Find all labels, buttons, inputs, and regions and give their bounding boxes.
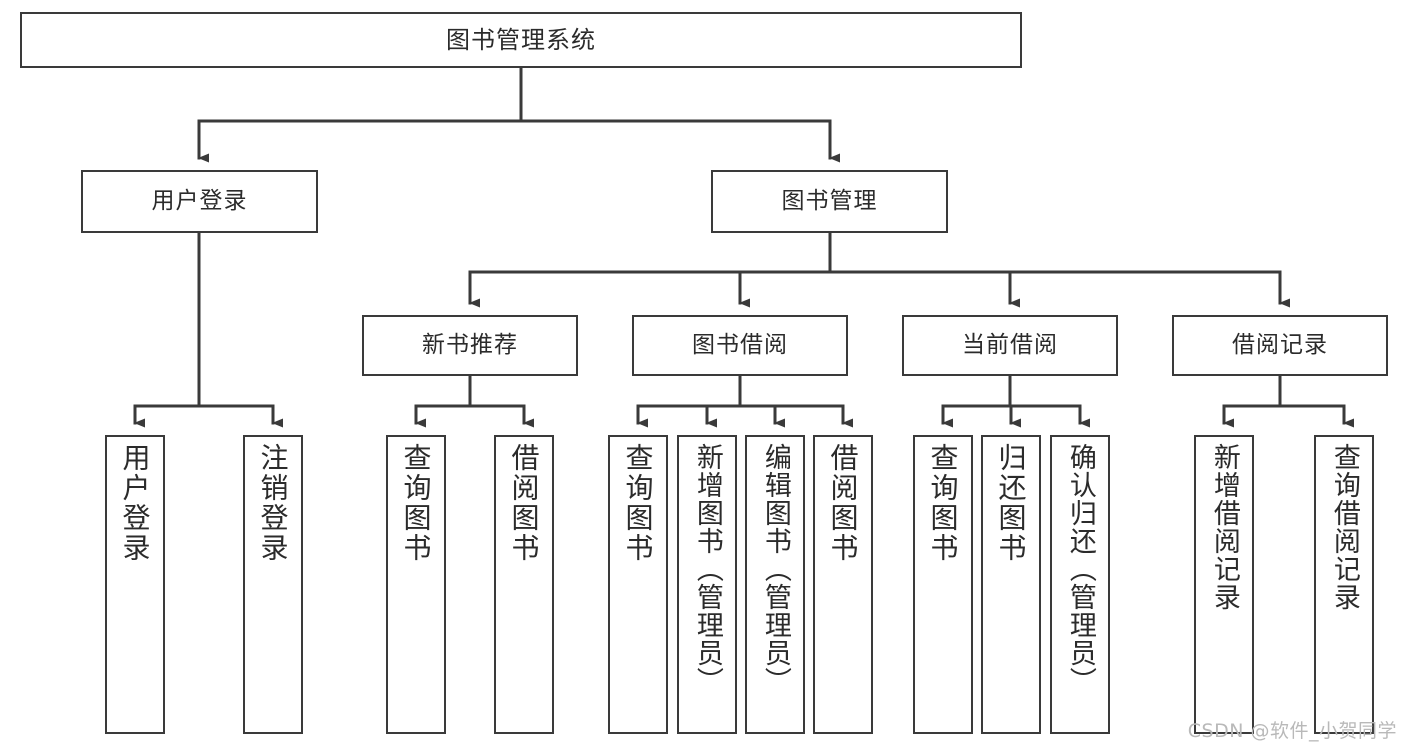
node-label: 编辑图书（管理员）: [759, 443, 791, 695]
leaf-edit-book-admin[interactable]: 编辑图书（管理员）: [745, 435, 805, 734]
node-label: 查询图书: [621, 443, 655, 563]
leaf-return-book[interactable]: 归还图书: [981, 435, 1041, 734]
connector-currentborrow-to-leaves: [941, 374, 1090, 428]
connector-bookborrow-to-leaves: [636, 374, 853, 428]
node-label: 确认归还（管理员）: [1064, 443, 1096, 695]
node-label: 用户登录: [118, 443, 152, 563]
leaf-borrow-book-1[interactable]: 借阅图书: [494, 435, 554, 734]
leaf-query-book-1[interactable]: 查询图书: [386, 435, 446, 734]
node-label: 图书借阅: [692, 331, 788, 358]
node-user-login[interactable]: 用户登录: [81, 170, 318, 233]
node-label: 查询图书: [399, 443, 433, 563]
node-label: 图书管理: [781, 187, 878, 214]
node-label: 借阅记录: [1232, 331, 1328, 358]
node-new-book-recommend[interactable]: 新书推荐: [362, 315, 578, 376]
leaf-query-book-3[interactable]: 查询图书: [913, 435, 973, 734]
node-label: 新增借阅记录: [1208, 443, 1240, 611]
connector-userlogin-to-leaves: [133, 231, 283, 428]
connector-newbook-to-leaves: [414, 374, 534, 428]
node-book-management-system[interactable]: 图书管理系统: [20, 12, 1022, 68]
node-label: 当前借阅: [962, 331, 1058, 358]
node-label: 借阅图书: [826, 443, 860, 563]
connector-root-to-level2: [197, 66, 840, 163]
node-current-borrow[interactable]: 当前借阅: [902, 315, 1118, 376]
node-label: 图书管理系统: [446, 25, 596, 54]
node-label: 新增图书（管理员）: [691, 443, 723, 695]
leaf-user-login[interactable]: 用户登录: [105, 435, 165, 734]
leaf-add-book-admin[interactable]: 新增图书（管理员）: [677, 435, 737, 734]
node-borrow-record[interactable]: 借阅记录: [1172, 315, 1388, 376]
node-label: 新书推荐: [422, 331, 518, 358]
node-label: 注销登录: [256, 443, 290, 563]
node-label: 用户登录: [151, 187, 248, 214]
node-label: 归还图书: [994, 443, 1028, 563]
leaf-borrow-book-2[interactable]: 借阅图书: [813, 435, 873, 734]
leaf-add-borrow-record[interactable]: 新增借阅记录: [1194, 435, 1254, 734]
leaf-logout-login[interactable]: 注销登录: [243, 435, 303, 734]
node-book-borrow[interactable]: 图书借阅: [632, 315, 848, 376]
connector-borrowrecord-to-leaves: [1222, 374, 1354, 428]
node-label: 查询图书: [926, 443, 960, 563]
leaf-confirm-return-admin[interactable]: 确认归还（管理员）: [1050, 435, 1110, 734]
node-label: 查询借阅记录: [1328, 443, 1360, 611]
connector-bookmgmt-to-level3: [468, 231, 1290, 308]
leaf-query-borrow-record[interactable]: 查询借阅记录: [1314, 435, 1374, 734]
node-book-management[interactable]: 图书管理: [711, 170, 948, 233]
node-label: 借阅图书: [507, 443, 541, 563]
leaf-query-book-2[interactable]: 查询图书: [608, 435, 668, 734]
